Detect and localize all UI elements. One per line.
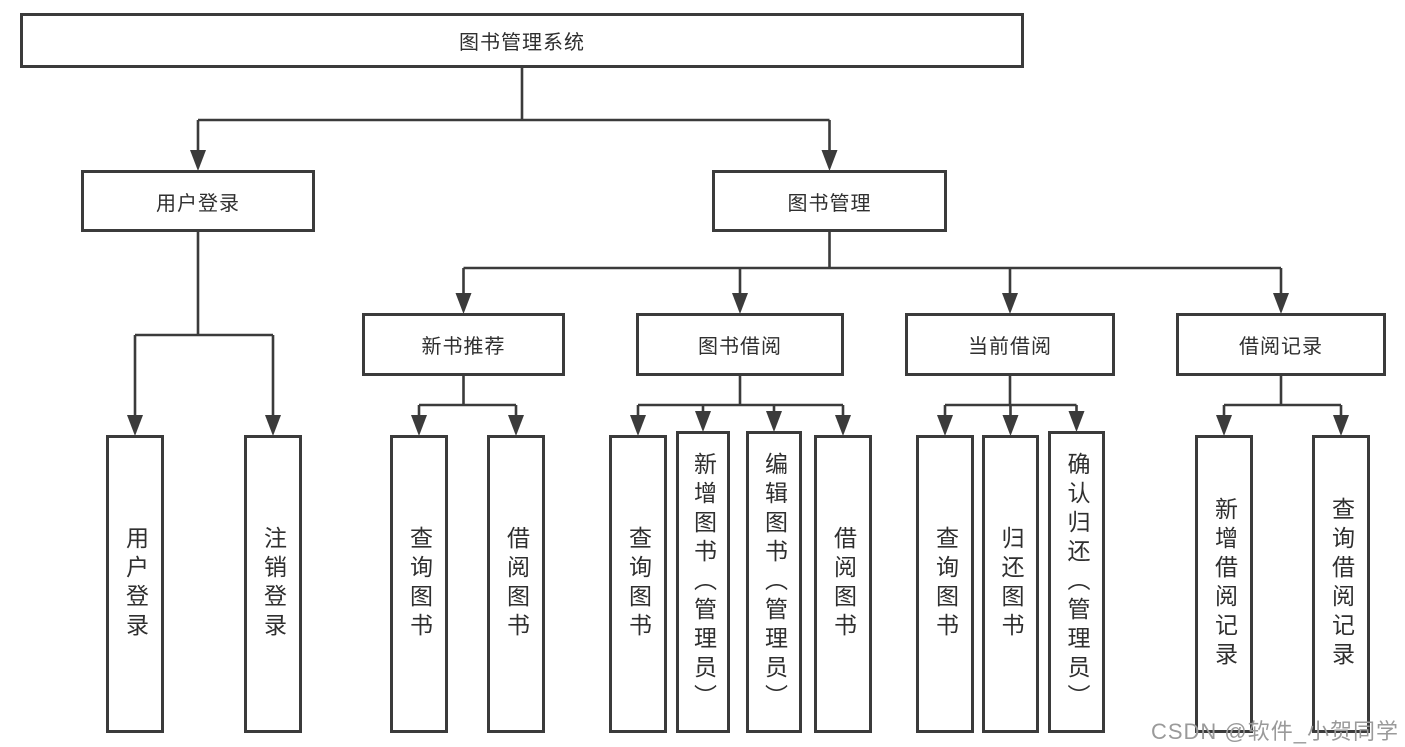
- node-current-confirm: 确认归还（管理员）: [1048, 431, 1105, 733]
- node-label: 查询图书: [932, 526, 959, 642]
- node-login-logout: 注销登录: [244, 435, 302, 733]
- node-borrow-edit: 编辑图书（管理员）: [746, 431, 802, 733]
- node-login-user: 用户登录: [106, 435, 164, 733]
- node-newbook-query: 查询图书: [390, 435, 448, 733]
- node-label: 图书借阅: [698, 336, 782, 358]
- node-records: 借阅记录: [1176, 313, 1386, 376]
- node-label: 新书推荐: [421, 336, 506, 358]
- node-label: 用户登录: [122, 526, 149, 642]
- node-label: 编辑图书（管理员）: [761, 451, 788, 713]
- node-label: 当前借阅: [968, 336, 1052, 358]
- node-current-query: 查询图书: [916, 435, 974, 733]
- node-borrow: 图书借阅: [636, 313, 844, 376]
- node-label: 图书管理系统: [459, 32, 585, 54]
- node-label: 查询图书: [625, 526, 652, 642]
- node-label: 注销登录: [260, 526, 287, 642]
- node-label: 查询借阅记录: [1328, 497, 1355, 671]
- node-borrow-add: 新增图书（管理员）: [676, 431, 730, 733]
- node-current: 当前借阅: [905, 313, 1115, 376]
- node-label: 确认归还（管理员）: [1064, 451, 1090, 713]
- node-label: 新增图书（管理员）: [690, 451, 717, 713]
- node-bookmgmt: 图书管理: [712, 170, 947, 232]
- node-label: 借阅记录: [1239, 336, 1323, 358]
- node-newbook: 新书推荐: [362, 313, 565, 376]
- node-borrow-borrow: 借阅图书: [814, 435, 872, 733]
- node-label: 归还图书: [998, 526, 1024, 642]
- node-current-return: 归还图书: [982, 435, 1039, 733]
- node-newbook-borrow: 借阅图书: [487, 435, 545, 733]
- node-label: 借阅图书: [830, 526, 857, 642]
- node-login: 用户登录: [81, 170, 315, 232]
- node-label: 新增借阅记录: [1211, 497, 1238, 671]
- node-records-query: 查询借阅记录: [1312, 435, 1370, 733]
- node-records-add: 新增借阅记录: [1195, 435, 1253, 733]
- node-borrow-query: 查询图书: [609, 435, 667, 733]
- node-root: 图书管理系统: [20, 13, 1024, 68]
- watermark: CSDN @软件_小贺同学: [1150, 719, 1399, 744]
- node-label: 图书管理: [787, 192, 872, 215]
- node-label: 借阅图书: [503, 526, 530, 642]
- node-label: 查询图书: [406, 526, 433, 642]
- node-label: 用户登录: [156, 192, 240, 215]
